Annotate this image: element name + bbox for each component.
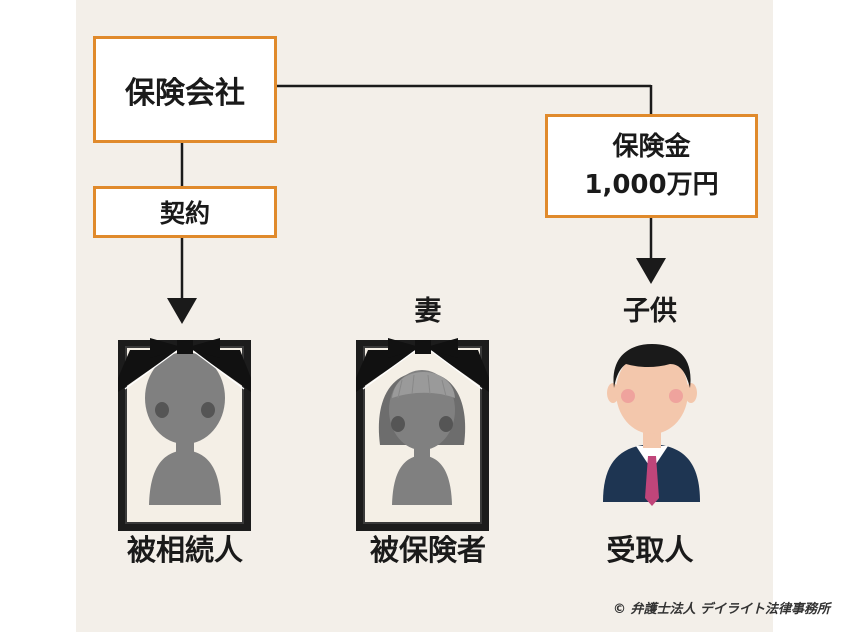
- insurer-label: 保険会社: [125, 75, 245, 111]
- recipient-label: 受取人: [606, 533, 694, 567]
- person-silhouette-icon: [378, 370, 466, 505]
- benefit-title: 保険金: [612, 132, 691, 162]
- arrow-down-icon: [167, 298, 197, 324]
- businessman-figure-icon: [603, 344, 700, 506]
- contract-label: 契約: [159, 199, 210, 228]
- arrow-down-icon: [636, 258, 666, 284]
- person-silhouette-icon: [145, 352, 225, 505]
- insured-label: 被保険者: [369, 533, 486, 567]
- insurance-benefit-box: 保険金 1,000万円: [545, 114, 758, 218]
- mourning-ribbon-icon: [356, 338, 489, 392]
- wife-label: 妻: [414, 296, 442, 327]
- mourning-ribbon-icon: [118, 338, 251, 392]
- copyright-notice: © 弁護士法人 デイライト法律事務所: [612, 602, 830, 617]
- insurer-box: 保険会社: [93, 36, 277, 143]
- benefit-amount: 1,000万円: [584, 170, 719, 200]
- child-label: 子供: [623, 296, 677, 327]
- memorial-portrait-deceased: [118, 338, 251, 531]
- deceased-label: 被相続人: [126, 533, 243, 567]
- memorial-portrait-insured: [356, 338, 489, 531]
- contract-box: 契約: [93, 186, 277, 238]
